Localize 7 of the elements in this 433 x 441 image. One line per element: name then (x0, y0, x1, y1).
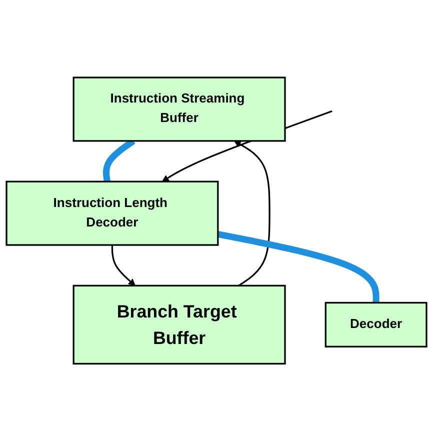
node-box: Decoder (324, 302, 428, 348)
arrow (111, 244, 136, 286)
node-box: Instruction Streaming Buffer (72, 76, 286, 142)
node-box: Branch Target Buffer (72, 284, 286, 364)
node-box: Instruction Length Decoder (6, 180, 219, 246)
arrow (234, 140, 270, 286)
connector (217, 230, 380, 303)
